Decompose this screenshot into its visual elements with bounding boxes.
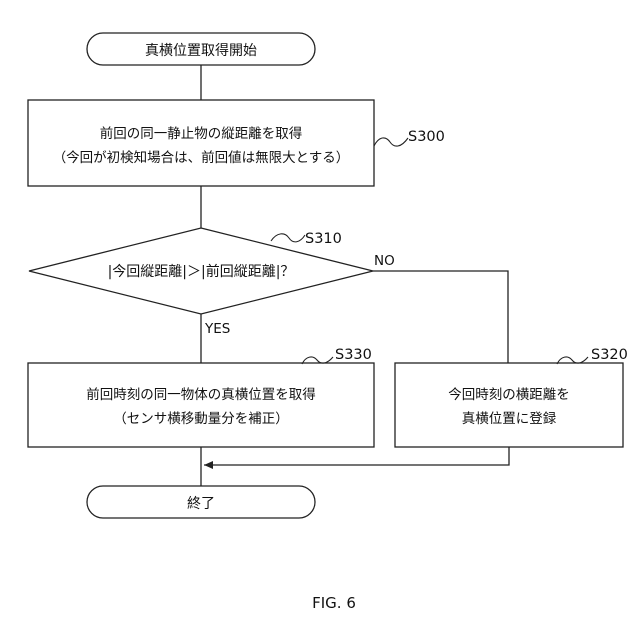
s320-line1: 今回時刻の横距離を: [448, 387, 570, 403]
connector-s310-no-to-s320: [373, 271, 508, 363]
end-terminator: 終了: [87, 486, 315, 518]
s320-line2: 真横位置に登録: [462, 411, 557, 427]
s300-step-label: S300: [408, 129, 445, 145]
s300-line2: （今回が初検知場合は、前回値は無限大とする）: [53, 149, 350, 166]
process-s300: 前回の同一静止物の縦距離を取得 （今回が初検知場合は、前回値は無限大とする） S…: [28, 100, 445, 186]
s330-step-label: S330: [335, 347, 372, 363]
s300-line1: 前回の同一静止物の縦距離を取得: [100, 125, 303, 142]
start-terminator: 真横位置取得開始: [87, 33, 315, 65]
s310-condition: |今回縦距離|＞|前回縦距離|？: [108, 263, 295, 280]
s310-leader-line: [271, 234, 305, 242]
end-label: 終了: [187, 496, 215, 512]
s320-step-label: S320: [591, 347, 628, 363]
s330-line2: （センサ横移動量分を補正）: [113, 411, 289, 427]
process-s320-box: [395, 363, 623, 447]
start-label: 真横位置取得開始: [145, 42, 257, 59]
process-s300-box: [28, 100, 374, 186]
s310-step-label: S310: [305, 231, 342, 247]
process-s320: 今回時刻の横距離を 真横位置に登録 S320: [395, 347, 628, 447]
s330-line1: 前回時刻の同一物体の真横位置を取得: [86, 386, 316, 403]
decision-s310: |今回縦距離|＞|前回縦距離|？ S310 NO YES: [29, 228, 395, 337]
s300-leader-line: [374, 138, 408, 146]
s310-yes-label: YES: [204, 321, 230, 337]
connector-s320-merge-arrow: [204, 447, 509, 465]
s310-no-label: NO: [374, 253, 395, 269]
process-s330-box: [28, 363, 374, 447]
figure-label: FIG. 6: [312, 594, 356, 612]
